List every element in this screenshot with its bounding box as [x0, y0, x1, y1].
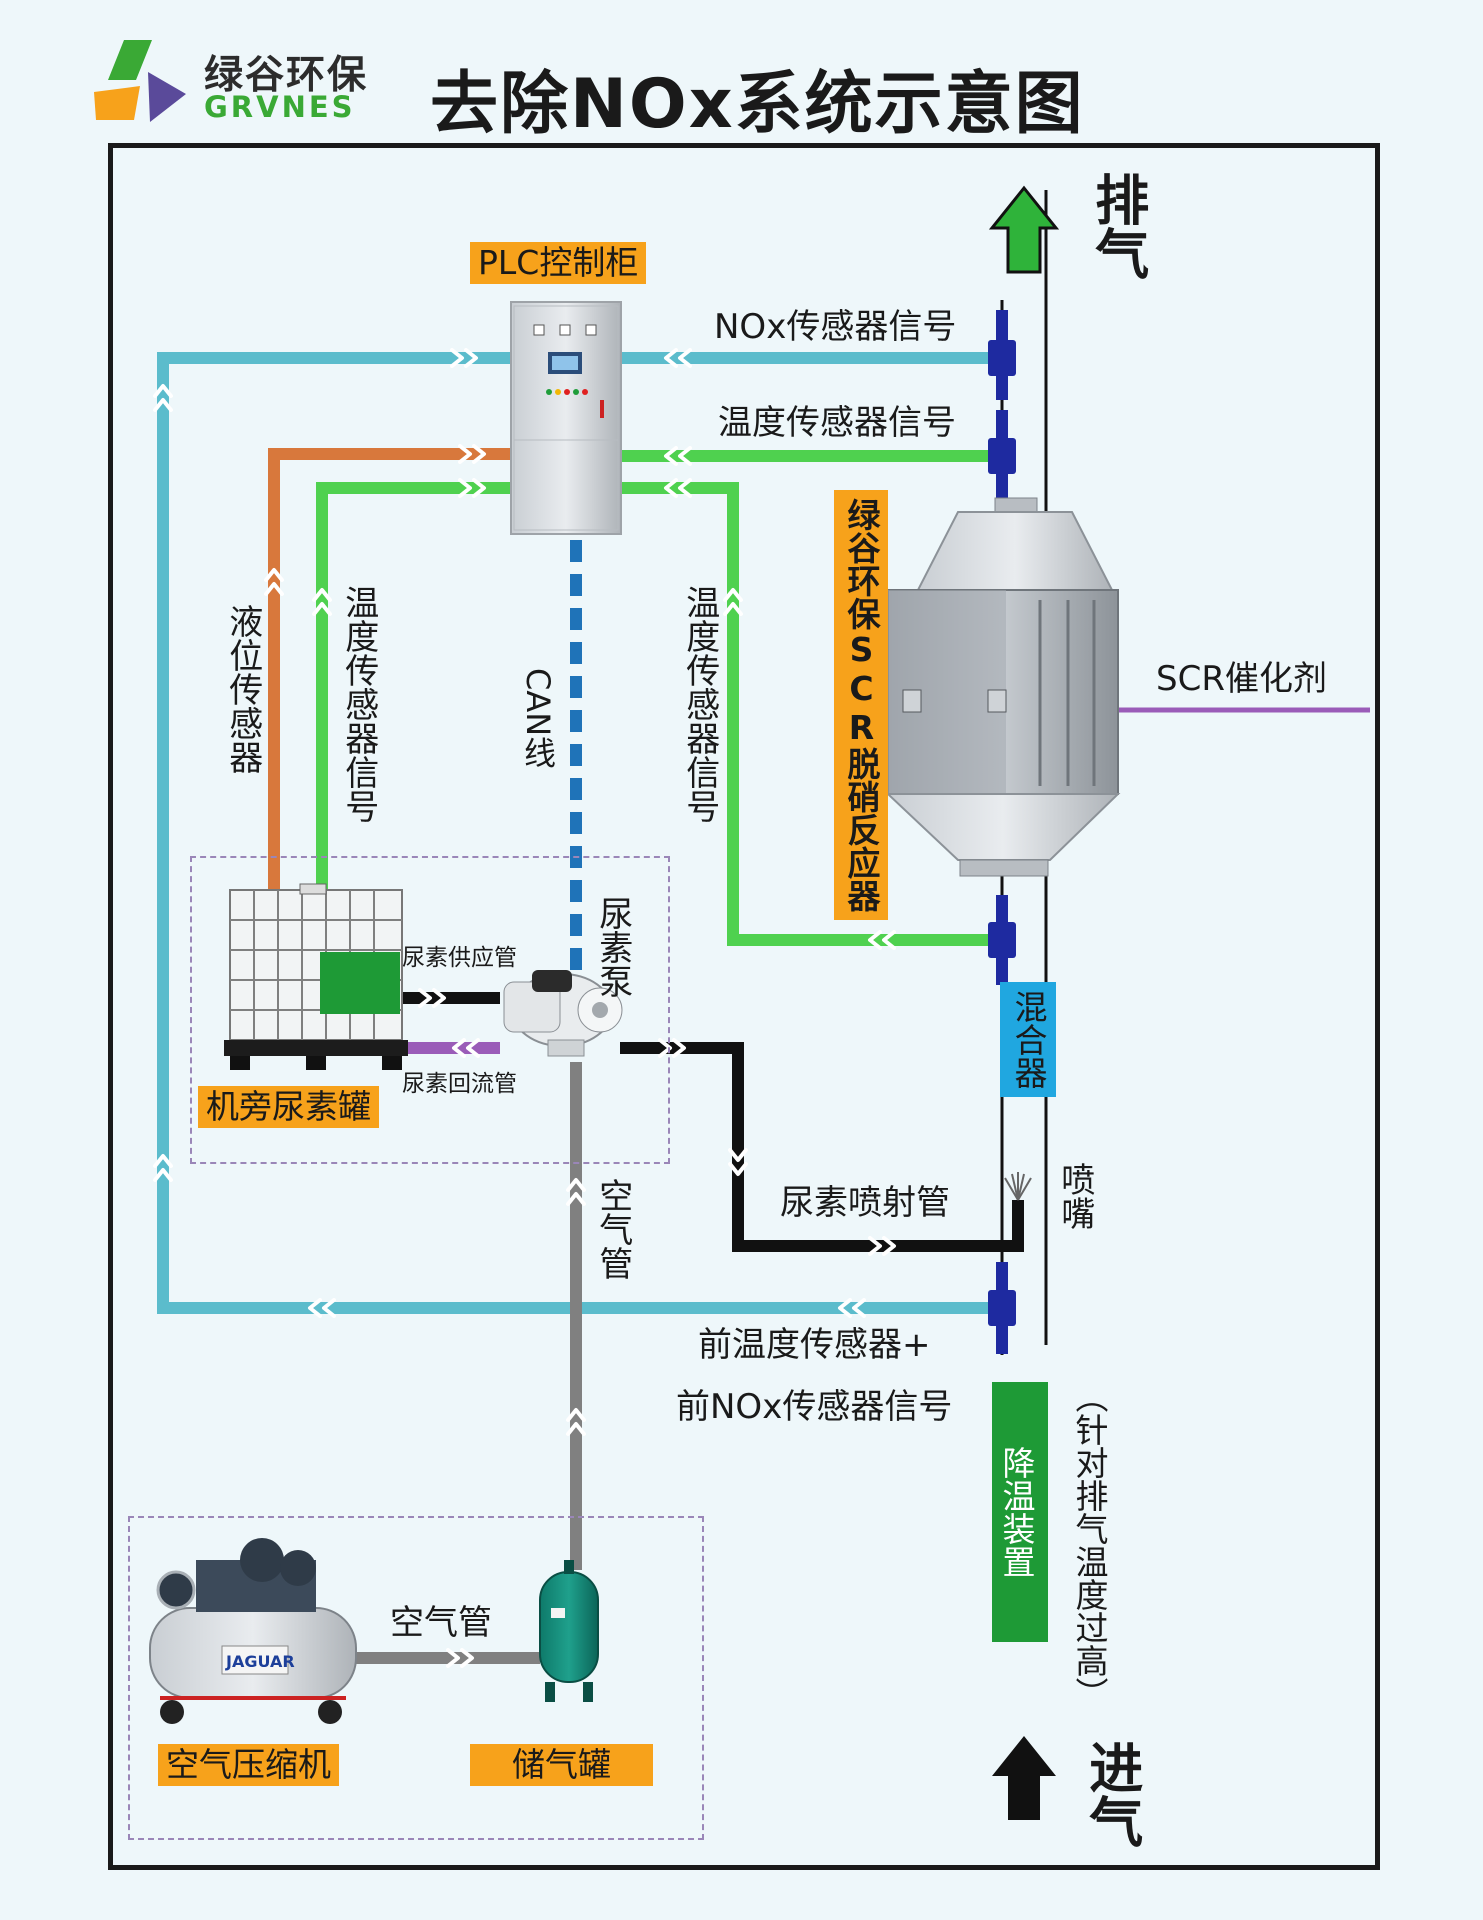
temp-chevron: [678, 446, 692, 466]
plc-cabinet-tag: PLC控制柜: [470, 242, 647, 284]
air-chevron: [566, 1178, 586, 1192]
temp-chevron: [723, 602, 743, 616]
temp-chevron: [664, 446, 678, 466]
can-line-label: CAN线: [519, 668, 557, 769]
air-chevron: [566, 1408, 586, 1422]
temp-signal-right-label: 温度传感器信号: [679, 585, 720, 823]
brand-name-en: GRVNES: [204, 90, 356, 124]
urea-tank-icon: [224, 883, 408, 1070]
brand-name-cn: 绿谷环保: [204, 53, 369, 98]
nox-chevron: [678, 348, 692, 368]
temp-chevron: [882, 930, 896, 950]
level-chevron: [472, 444, 486, 464]
nox-chevron: [450, 348, 464, 368]
intake-arrow-icon: [992, 1736, 1056, 1820]
nox-chevron: [153, 1168, 173, 1182]
urea-chevron: [432, 988, 446, 1008]
nox-chevron: [664, 348, 678, 368]
exhaust-arrow-icon: [988, 185, 1060, 274]
air-chevron: [446, 1648, 460, 1668]
intake-label: 进气: [1079, 1740, 1143, 1848]
compressor-tag: 空气压缩机: [158, 1744, 339, 1786]
temp-signal-label: 温度传感器信号: [718, 403, 956, 443]
urea-tank-tag: 机旁尿素罐: [198, 1086, 379, 1128]
level-chevron: [458, 444, 472, 464]
temp-signal-left-label: 温度传感器信号: [338, 585, 379, 823]
brand-logo-icon: [94, 40, 186, 122]
urea-pump-label: 尿素泵: [592, 896, 633, 998]
nozzle-label: 喷嘴: [1054, 1162, 1095, 1230]
nox-chevron: [153, 398, 173, 412]
air-chevron: [460, 1648, 474, 1668]
nox-chevron: [308, 1298, 322, 1318]
front-sensors-label-2: 前NOx传感器信号: [676, 1387, 953, 1427]
urea-chevron: [882, 1236, 896, 1256]
compressor-brand: JAGUAR: [225, 1652, 295, 1671]
diagram-frame: [108, 143, 1380, 1870]
temp-chevron: [723, 588, 743, 602]
temp-signal-line-left: [316, 482, 511, 895]
urea-return-label: 尿素回流管: [402, 1071, 517, 1097]
plc-cabinet-icon: [510, 301, 622, 535]
temp-chevron: [472, 478, 486, 498]
temp-chevron: [458, 478, 472, 498]
air-chevron: [566, 1192, 586, 1206]
level-chevron: [264, 582, 284, 596]
temp-signal-line-right: [622, 482, 1000, 946]
urea-chevron: [418, 988, 432, 1008]
air-supply-group: [128, 1516, 704, 1840]
urea-chevron: [868, 1236, 882, 1256]
air-compressor-icon: [149, 1538, 357, 1724]
temp-chevron: [678, 478, 692, 498]
air-tank-tag: 储气罐: [470, 1744, 653, 1786]
level-chevron: [264, 568, 284, 582]
page-title: 去除NOx系统示意图: [430, 65, 1085, 144]
nox-signal-label: NOx传感器信号: [714, 307, 957, 347]
urea-injection-label: 尿素喷射管: [780, 1183, 950, 1223]
nox-chevron: [464, 348, 478, 368]
urea-chevron: [728, 1148, 748, 1162]
return-chevron: [452, 1038, 466, 1058]
scr-reactor-icon: [885, 497, 1121, 877]
nox-chevron: [322, 1298, 336, 1318]
level-sensor-line: [268, 448, 511, 895]
urea-unit-group: [190, 856, 670, 1164]
air-chevron: [566, 1422, 586, 1436]
nox-chevron: [153, 384, 173, 398]
air-pipe-horizontal-label: 空气管: [390, 1603, 492, 1643]
temp-chevron: [664, 478, 678, 498]
urea-chevron: [672, 1038, 686, 1058]
urea-supply-label: 尿素供应管: [402, 945, 517, 971]
cooling-device-tag: 降温装置: [992, 1382, 1048, 1642]
front-sensors-label-1: 前温度传感器+: [698, 1325, 931, 1365]
urea-pump-icon: [503, 970, 623, 1057]
mixer-tag: 混合器: [1000, 982, 1056, 1097]
nox-chevron: [838, 1298, 852, 1318]
temp-chevron: [312, 588, 332, 602]
return-chevron: [466, 1038, 480, 1058]
temp-chevron: [312, 602, 332, 616]
nox-chevron: [852, 1298, 866, 1318]
urea-injection-line: [620, 1042, 1024, 1252]
nox-chevron: [153, 1154, 173, 1168]
air-tank-icon: [539, 1560, 599, 1702]
urea-chevron: [658, 1038, 672, 1058]
level-sensor-label: 液位传感器: [222, 604, 263, 774]
temp-chevron: [868, 930, 882, 950]
reactor-tag: 绿谷环保SCR脱硝反应器: [834, 490, 888, 920]
air-pipe-vertical-label: 空气管: [592, 1178, 633, 1280]
exhaust-label: 排气: [1085, 172, 1149, 280]
cooling-note-label: （针对排气温度过高）: [1070, 1380, 1109, 1710]
urea-chevron: [728, 1162, 748, 1176]
scr-catalyst-label: SCR催化剂: [1156, 659, 1327, 699]
nozzle-icon: [1004, 1172, 1032, 1201]
